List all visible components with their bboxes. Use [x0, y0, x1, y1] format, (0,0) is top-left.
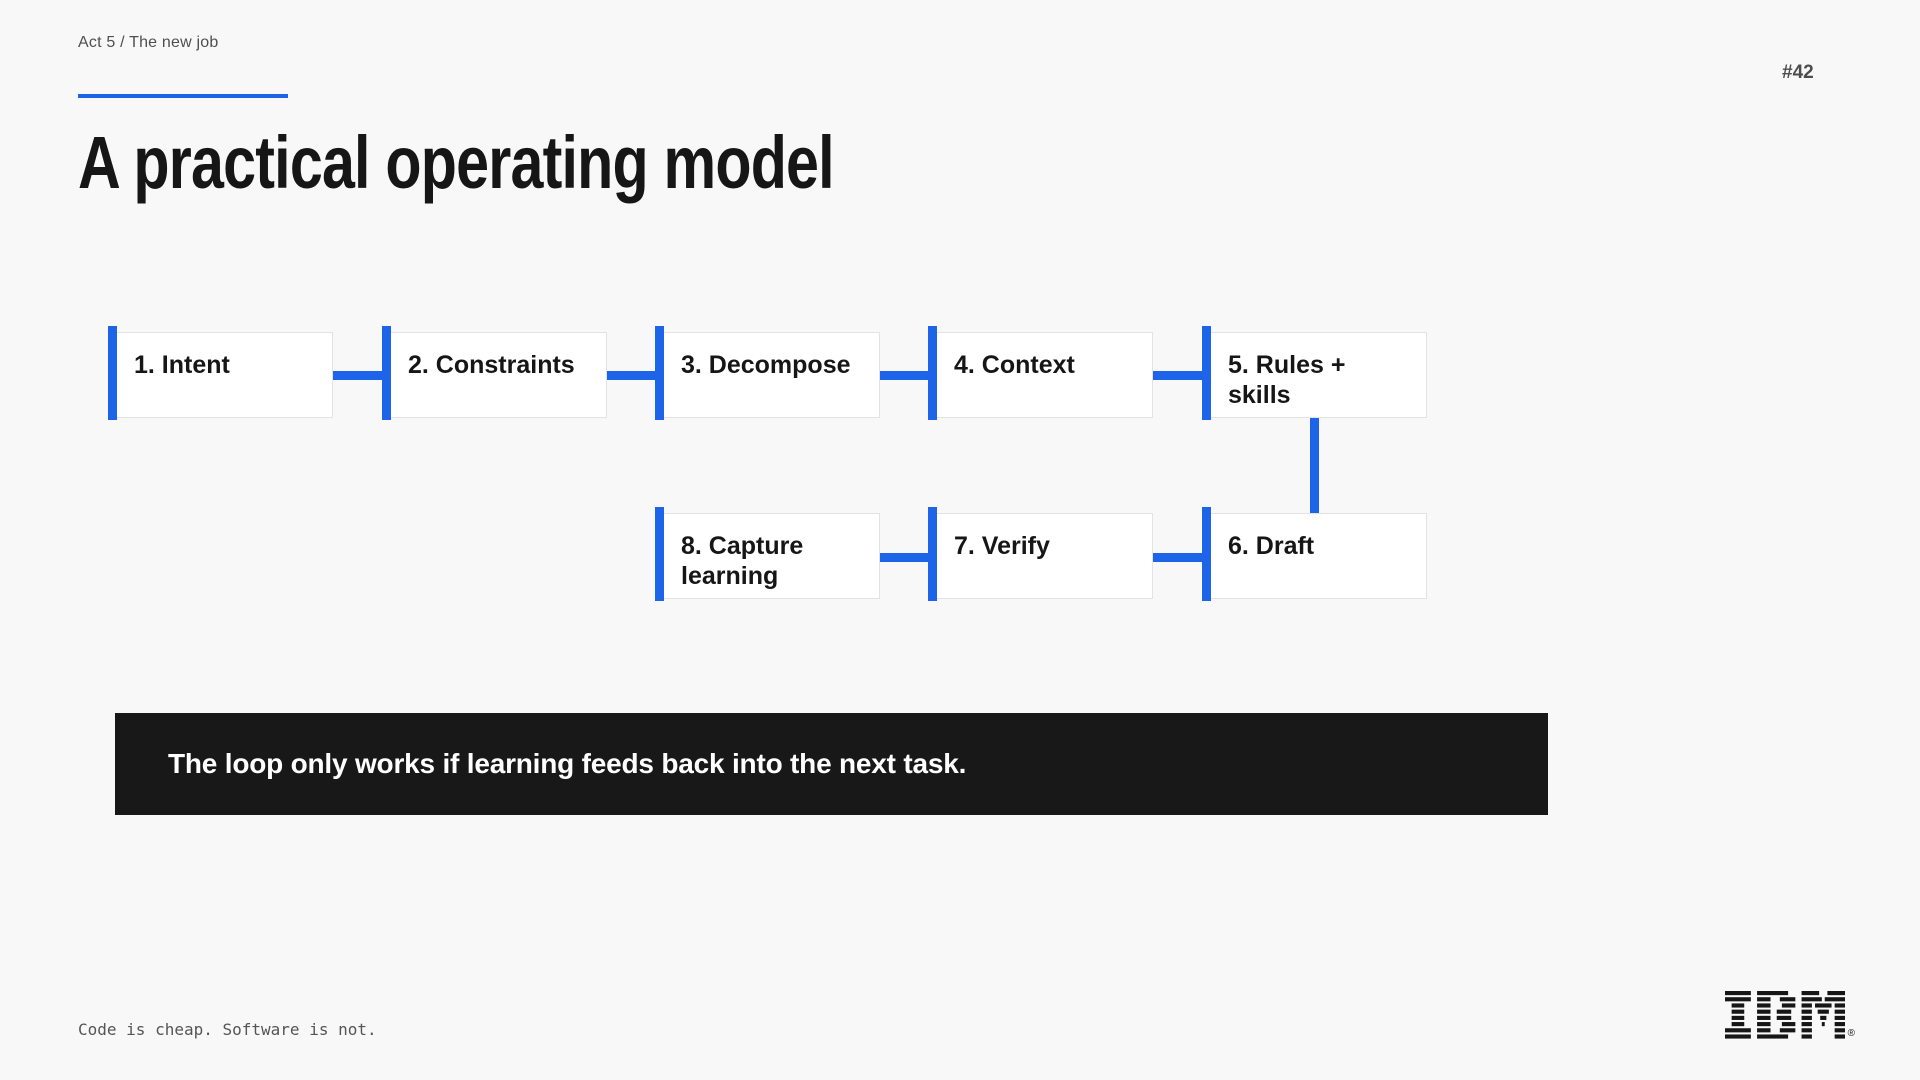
flow-box-constraints: 2. Constraints [382, 326, 607, 420]
accent-bar [382, 326, 391, 420]
flow-box-rules-skills: 5. Rules + skills [1202, 326, 1427, 420]
accent-bar [655, 507, 664, 601]
flow-box-label: 4. Context [954, 351, 1075, 379]
ibm-logo-glyph [1725, 991, 1845, 1039]
connector-line [1153, 371, 1202, 380]
flow-box-draft: 6. Draft [1202, 507, 1427, 601]
flow-box-intent: 1. Intent [108, 326, 333, 420]
connector-line [1153, 553, 1202, 562]
connector-line [333, 371, 382, 380]
flow-box-label: 8. Capture learning [681, 532, 804, 590]
connector-line-vertical [1310, 418, 1319, 513]
flow-box-label: 3. Decompose [681, 351, 851, 379]
page-title: A practical operating model [78, 121, 835, 204]
flow-box-verify: 7. Verify [928, 507, 1153, 601]
connector-line [880, 371, 928, 380]
breadcrumb: Act 5 / The new job [78, 34, 219, 51]
takeaway-banner: The loop only works if learning feeds ba… [115, 713, 1548, 815]
accent-bar [1202, 507, 1211, 601]
slide-number: #42 [1782, 62, 1814, 83]
accent-bar [655, 326, 664, 420]
flow-box-decompose: 3. Decompose [655, 326, 880, 420]
flow-box-label: 7. Verify [954, 532, 1050, 560]
ibm-logo: ® [1725, 991, 1855, 1041]
takeaway-text: The loop only works if learning feeds ba… [168, 748, 967, 779]
flow-box-label: 2. Constraints [408, 351, 575, 379]
connector-line [880, 553, 928, 562]
flow-box-context: 4. Context [928, 326, 1153, 420]
accent-bar [1202, 326, 1211, 420]
accent-bar [928, 507, 937, 601]
flow-box-label: 1. Intent [134, 351, 230, 379]
flow-box-label: 6. Draft [1228, 532, 1315, 560]
connector-line [607, 371, 655, 380]
accent-bar [928, 326, 937, 420]
footer-note: Code is cheap. Software is not. [78, 1020, 377, 1039]
flow-box-label: 5. Rules + skills [1228, 351, 1346, 409]
accent-bar [108, 326, 117, 420]
accent-rule [78, 94, 288, 98]
registered-trademark-icon: ® [1847, 1028, 1855, 1039]
flow-box-capture-learning: 8. Capture learning [655, 507, 880, 601]
